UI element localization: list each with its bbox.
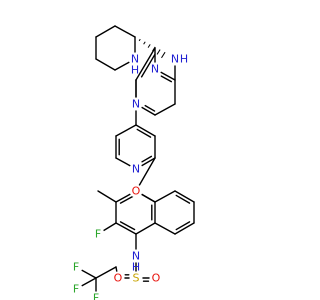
- atom-n-pyrimidine-left: N: [132, 98, 140, 111]
- bond-pF-pA: [95, 25, 116, 38]
- bond-y1-y2-double: [136, 128, 152, 138]
- bond-y6-y1: [115, 124, 137, 137]
- atom-o-ether: O: [132, 185, 141, 198]
- bond-y1-y2: [135, 124, 156, 137]
- bond-pA-pB: [114, 25, 136, 38]
- bond-c1-c2: [95, 266, 117, 279]
- bond-m3-m2-double: [160, 75, 173, 83]
- atom-o-sulfonyl-1: O: [152, 272, 161, 285]
- bond-y4-y5: [115, 157, 132, 167]
- atom-o-sulfonyl-2: O: [114, 272, 123, 285]
- atom-nh-amine: N: [171, 53, 179, 66]
- atom-nh-amine-hydrogen: H: [180, 53, 188, 66]
- atom-nh-piperidine: N: [131, 53, 139, 66]
- atom-f-cf3-1: F: [73, 261, 79, 274]
- bond-n4-fA: [102, 222, 117, 232]
- atom-bg-n_pyrimidine_top: [148, 62, 162, 76]
- bond-y3-y4-double: [141, 155, 153, 163]
- atom-nh-sulfonamide-hydrogen: H: [132, 261, 140, 274]
- atom-bg-f_cf3_2: [69, 282, 83, 296]
- atom-nh-sulfonamide: N: [132, 250, 140, 263]
- atom-f-cf3-3: F: [93, 292, 99, 300]
- bond-m1-m7: [135, 47, 156, 81]
- atom-bg-o_ether: [129, 184, 143, 198]
- bond-n5-n6-double: [119, 194, 136, 204]
- bond-n7-n8-double: [175, 194, 191, 204]
- stereo-hash-1: [138, 38, 141, 42]
- bond-n9-n10-double: [175, 221, 191, 231]
- atom-bg-f_cf3_1: [69, 260, 83, 274]
- bond-m6-m5: [140, 106, 156, 116]
- atom-bg-nh_amine: [168, 52, 182, 66]
- bond-c2-f1: [80, 269, 97, 279]
- atom-n-pyridine: N: [132, 163, 140, 176]
- atom-bg-o_sulfonyl_1: [149, 271, 163, 285]
- atom-f-cf3-2: F: [73, 283, 79, 296]
- bond-n3-n4-double: [119, 221, 136, 231]
- stereo-hash-3: [147, 44, 151, 48]
- bond-n7-n8: [174, 190, 195, 203]
- bond-c2-f2: [80, 277, 97, 287]
- atom-n-pyrimidine-top: N: [151, 63, 159, 76]
- atom-bg-s_sulfonyl: [129, 271, 143, 285]
- stereo-hash-6: [161, 51, 166, 59]
- atom-bg-nh_piperidine: [128, 52, 142, 66]
- atom-bg-n_pyridine: [129, 162, 143, 176]
- atom-s-sulfonyl: S: [133, 272, 140, 285]
- bond-n2-n3: [135, 222, 156, 235]
- bond-n3-n4: [115, 222, 137, 235]
- bonds: [80, 25, 195, 293]
- atom-bg-n_pyrimidine_left: [129, 97, 143, 111]
- bond-m6-m5-double: [144, 104, 156, 112]
- bond-n5-me: [97, 190, 117, 203]
- bond-oS2-c1: [115, 266, 118, 273]
- bond-m1-m7-double: [140, 53, 156, 78]
- bond-y3-y7: [138, 157, 156, 187]
- atom-bg-nh_sulfonamide: [129, 249, 143, 263]
- bond-m5-m4: [154, 103, 176, 116]
- bond-n1-n7: [154, 190, 176, 203]
- stereo-hash-5: [156, 49, 161, 55]
- bond-pD-pE: [95, 58, 116, 71]
- bond-n9-n10: [174, 222, 195, 235]
- bond-n10-n2: [154, 222, 176, 235]
- bond-y3-y4: [140, 157, 156, 167]
- bond-m3-m2: [159, 71, 176, 81]
- atom-nh-piperidine-hydrogen: H: [131, 64, 139, 77]
- atom-bg-f_aryl: [91, 227, 105, 241]
- atom-bg-o_sulfonyl_2: [111, 271, 125, 285]
- bond-pNH-pD: [114, 61, 131, 71]
- stereo-hash-2: [143, 41, 146, 45]
- atom-bg-f_cf3_3: [89, 291, 103, 300]
- atom-f-aryl: F: [95, 228, 101, 241]
